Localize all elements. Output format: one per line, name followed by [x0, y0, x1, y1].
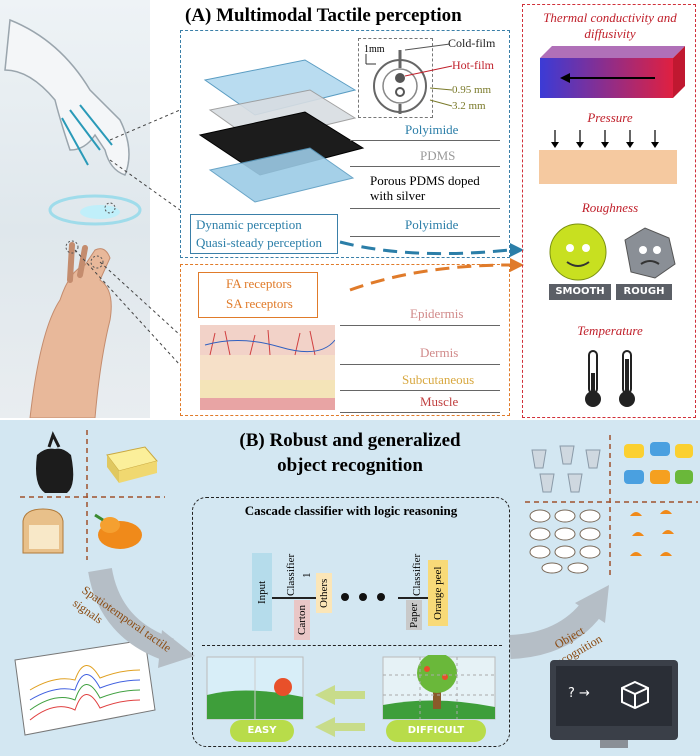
section-b-title-line1: (B) Robust and generalized: [239, 430, 461, 451]
rough-label: ROUGH: [616, 284, 672, 300]
recognition-arrow: [509, 585, 609, 659]
skin-line-3: [340, 390, 500, 391]
skin-label-dermis: Dermis: [420, 345, 459, 360]
sa-receptors-label: SA receptors: [226, 296, 293, 311]
roughness-drawing: [549, 223, 676, 281]
sensor-stack-drawing: [198, 59, 365, 203]
monitor-text: ? →: [568, 686, 590, 701]
pipeline-classifier1-label: Classifier 1: [285, 553, 313, 597]
signals-arrow: [88, 567, 195, 668]
skin-label-muscle: Muscle: [420, 394, 459, 409]
perception-arrows: [339, 240, 524, 292]
skin-label-subcutaneous: Subcutaneous: [402, 372, 475, 387]
layer-label-polyimide-bottom: Polyimide: [405, 217, 459, 232]
layer-line-2: [350, 166, 500, 167]
layer-label-pdms: PDMS: [420, 148, 456, 163]
cascade-separator: [202, 645, 502, 646]
fa-receptors-label: FA receptors: [226, 276, 292, 291]
monitor-stand: [600, 740, 628, 748]
pipeline-line: [272, 597, 324, 599]
thermometers-drawing: [585, 350, 635, 407]
pipeline-ellipsis: [341, 593, 385, 601]
layer-line-1: [350, 140, 500, 141]
cascade-box: [192, 497, 510, 747]
pipeline-classifier7-label: Classifier 7: [411, 553, 439, 597]
section-a-title: (A) Multimodal Tactile perception: [185, 5, 462, 26]
cold-film-label: Cold-film: [448, 36, 496, 50]
temperature-label: Temperature: [577, 323, 643, 338]
pipeline-carton-block: [294, 600, 310, 640]
thermal-label: Thermal conductivity and diffusivity: [543, 10, 677, 41]
receptors-box: [198, 272, 318, 318]
skin-label-epidermis: Epidermis: [410, 306, 464, 321]
roughness-label: Roughness: [581, 200, 639, 215]
sensor-callout-lines: [404, 43, 453, 107]
easy-badge: EASY: [230, 720, 294, 742]
pipeline-others-label: Others: [318, 578, 330, 608]
object-grid-left: [20, 430, 165, 560]
layer-label-porous: Porous PDMS doped with silver: [370, 173, 480, 203]
skin-line-2: [340, 364, 500, 365]
hand-leader-lines: [74, 109, 181, 366]
sensor-box: [180, 30, 510, 258]
dynamic-perception-label: Dynamic perception: [196, 217, 302, 232]
layer-line-4: [350, 236, 500, 237]
layer-label-polyimide-top: Polyimide: [405, 122, 459, 137]
monitor-screen: [556, 666, 672, 726]
hot-film-label: Hot-film: [452, 58, 494, 72]
difficult-badge: DIFFICULT: [386, 720, 486, 742]
perception-box: [190, 214, 338, 254]
skin-line-4: [340, 412, 500, 413]
cube-icon: [621, 680, 649, 710]
cascade-title: Cascade classifier with logic reasoning: [244, 503, 458, 518]
dim-label-2: 3.2 mm: [452, 100, 486, 112]
pipeline-paper-label: Paper: [408, 602, 420, 628]
pressure-label: Pressure: [587, 110, 633, 125]
sensor-inset: [358, 38, 433, 118]
tactile-signals-drawing: [14, 639, 156, 736]
robot-hand-illustration: [0, 0, 150, 419]
pipeline-carton-label: Carton: [296, 605, 308, 635]
section-b-title-line2: object recognition: [277, 455, 423, 476]
modalities-box: [522, 4, 696, 418]
pipeline-line-2: [398, 597, 440, 599]
sensor-electrode-drawing: [365, 50, 427, 114]
pressure-drawing: [539, 130, 677, 184]
pipeline-input-block: [252, 553, 272, 631]
skin-line-1: [340, 325, 500, 326]
pipeline-paper-block: [406, 600, 422, 630]
scale-label: 1mm: [364, 44, 385, 55]
hands-drawing: [4, 18, 142, 419]
layer-line-3: [350, 208, 500, 209]
smooth-label: SMOOTH: [549, 284, 611, 300]
pipeline-orange-block: [428, 560, 448, 626]
dim-label-1: 0.95 mm: [452, 84, 492, 96]
puzzle-illustrations: [206, 655, 496, 737]
thermal-bar-drawing: [540, 46, 685, 98]
skin-cross-section: [200, 325, 335, 410]
pipeline-input-label: Input: [256, 580, 268, 604]
object-grid-right: [525, 435, 698, 575]
skin-box: [180, 264, 510, 416]
quasi-steady-label: Quasi-steady perception: [196, 235, 322, 250]
pipeline-orange-label: Orange peel: [432, 566, 444, 620]
pipeline-others-block: [316, 573, 332, 613]
